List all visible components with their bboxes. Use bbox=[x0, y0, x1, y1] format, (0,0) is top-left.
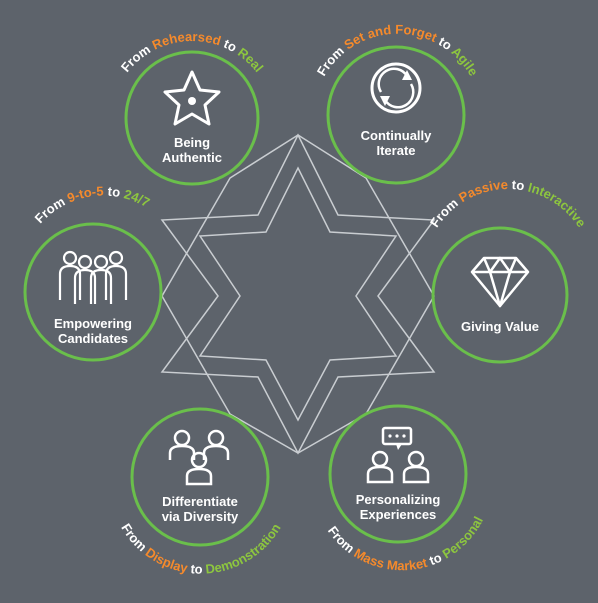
node-continually-iterate: From Set and Forget to Agile bbox=[314, 22, 481, 185]
star-icon bbox=[163, 70, 221, 126]
chat-people-icon bbox=[366, 426, 430, 484]
node-ring bbox=[130, 407, 270, 547]
label-line: Differentiate bbox=[162, 494, 238, 509]
refresh-icon bbox=[370, 62, 422, 114]
node-ring bbox=[328, 404, 468, 544]
node-personalizing-experiences: From Mass Market to Personal bbox=[325, 404, 486, 573]
node-giving-value: From Passive to Interactive bbox=[427, 177, 589, 364]
node-ring bbox=[23, 222, 163, 362]
label-line: via Diversity bbox=[161, 509, 239, 524]
label-empowering-candidates: Empowering Candidates bbox=[37, 316, 149, 346]
group-icon bbox=[58, 250, 128, 304]
label-continually-iterate: Continually Iterate bbox=[342, 128, 450, 158]
diverse-people-icon bbox=[168, 429, 230, 486]
diamond-icon bbox=[470, 256, 530, 308]
node-ring bbox=[431, 226, 569, 364]
label-line: Experiences bbox=[359, 507, 437, 522]
label-line: Continually bbox=[360, 128, 432, 143]
label-line: Giving Value bbox=[460, 319, 540, 334]
label-line: Candidates bbox=[57, 331, 129, 346]
node-ring bbox=[124, 50, 260, 186]
label-line: Empowering bbox=[53, 316, 132, 331]
label-line: Iterate bbox=[376, 143, 416, 158]
label-line: Authentic bbox=[162, 150, 222, 165]
label-differentiate-via-diversity: Differentiate via Diversity bbox=[142, 494, 258, 524]
label-line: Personalizing bbox=[355, 492, 441, 507]
node-differentiate-via-diversity: From Display to Demonstration bbox=[118, 407, 284, 577]
arc-text-value: From Passive to Interactive bbox=[427, 177, 589, 230]
hexagram-outer-star bbox=[160, 133, 436, 455]
hexagram-decoration bbox=[160, 133, 436, 455]
arc-text-empowering: From 9-to-5 to 24/7 bbox=[32, 184, 153, 227]
node-ring bbox=[326, 45, 466, 185]
label-giving-value: Giving Value bbox=[446, 319, 554, 334]
arc-text-diversity: From Display to Demonstration bbox=[118, 521, 283, 577]
label-line: Being bbox=[173, 135, 211, 150]
label-personalizing-experiences: Personalizing Experiences bbox=[340, 492, 456, 522]
hexagram-inner-star bbox=[198, 166, 398, 422]
label-being-authentic: Being Authentic bbox=[142, 135, 242, 165]
